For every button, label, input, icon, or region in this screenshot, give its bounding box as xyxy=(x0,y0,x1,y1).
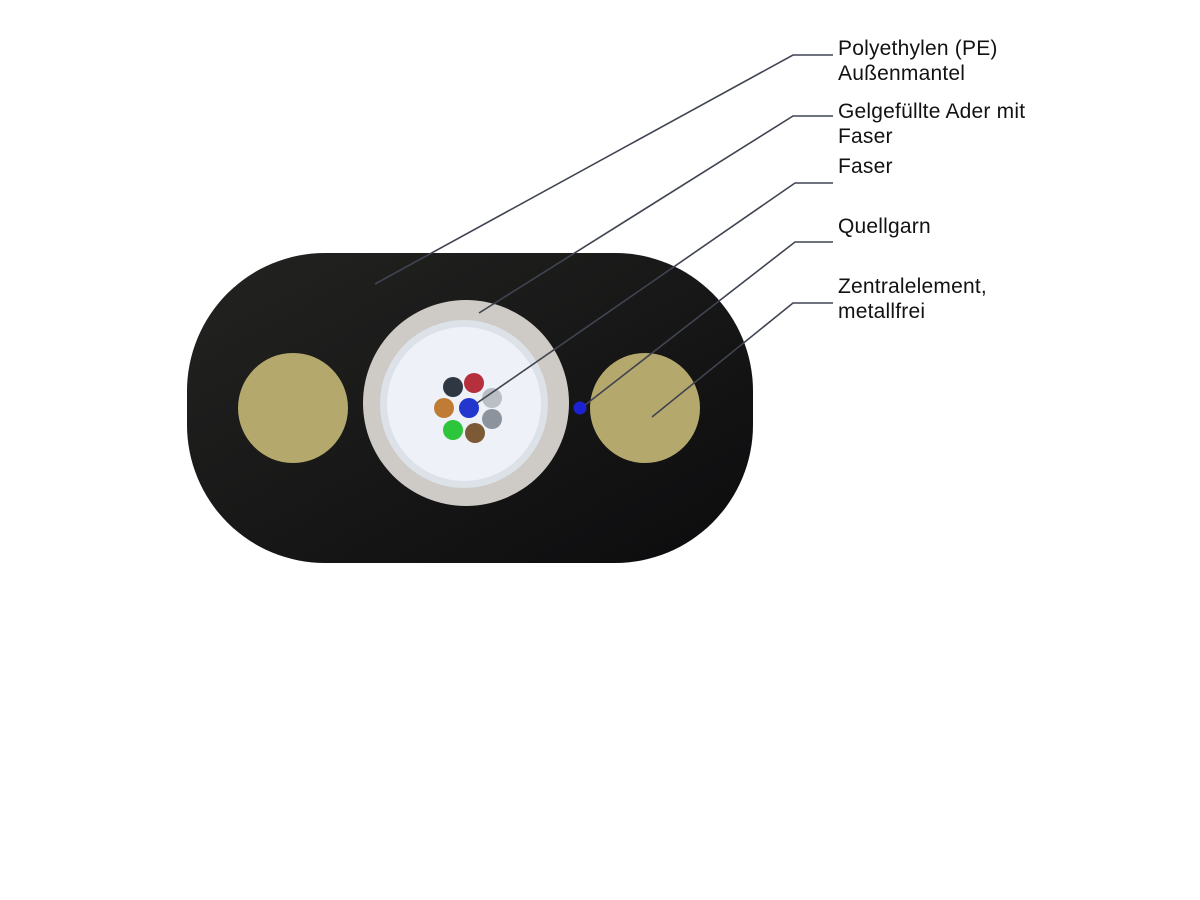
label-gel-filled-tube-line2: Faser xyxy=(838,125,893,148)
fiber-dot-gray xyxy=(482,409,502,429)
leader-line-fiber xyxy=(476,182,833,404)
strength-member-right xyxy=(590,353,700,463)
fiber-dot-blue xyxy=(459,398,479,418)
label-jacket-line2: Außenmantel xyxy=(838,62,966,85)
label-jacket-line1: Polyethylen (PE) xyxy=(838,37,998,60)
fiber-dot-light-gray xyxy=(482,388,502,408)
label-gel-filled-tube-line1: Gelgefüllte Ader mit xyxy=(838,100,1026,123)
label-fiber: Faser xyxy=(838,154,893,179)
label-jacket: Polyethylen (PE) Außenmantel xyxy=(838,36,998,86)
leader-line-jacket xyxy=(374,54,833,285)
swelling-yarn-dot xyxy=(573,401,587,415)
label-swelling-yarn-line1: Quellgarn xyxy=(838,215,931,238)
label-gel-filled-tube: Gelgefüllte Ader mit Faser xyxy=(838,99,1025,149)
label-central-element-line2: metallfrei xyxy=(838,300,926,323)
label-fiber-line1: Faser xyxy=(838,155,893,178)
label-swelling-yarn: Quellgarn xyxy=(838,214,931,239)
fiber-dot-dark-slate xyxy=(443,377,463,397)
leader-line-gel-filled-tube xyxy=(478,115,833,314)
fiber-dot-brown xyxy=(465,423,485,443)
label-central-element-line1: Zentralelement, xyxy=(838,275,987,298)
fiber-dot-red xyxy=(464,373,484,393)
fiber-dot-ocher xyxy=(434,398,454,418)
strength-member-left xyxy=(238,353,348,463)
label-central-element: Zentralelement, metallfrei xyxy=(838,274,987,324)
leader-line-central-element xyxy=(651,302,833,418)
fiber-dot-green xyxy=(443,420,463,440)
leader-line-swelling-yarn xyxy=(584,241,833,406)
